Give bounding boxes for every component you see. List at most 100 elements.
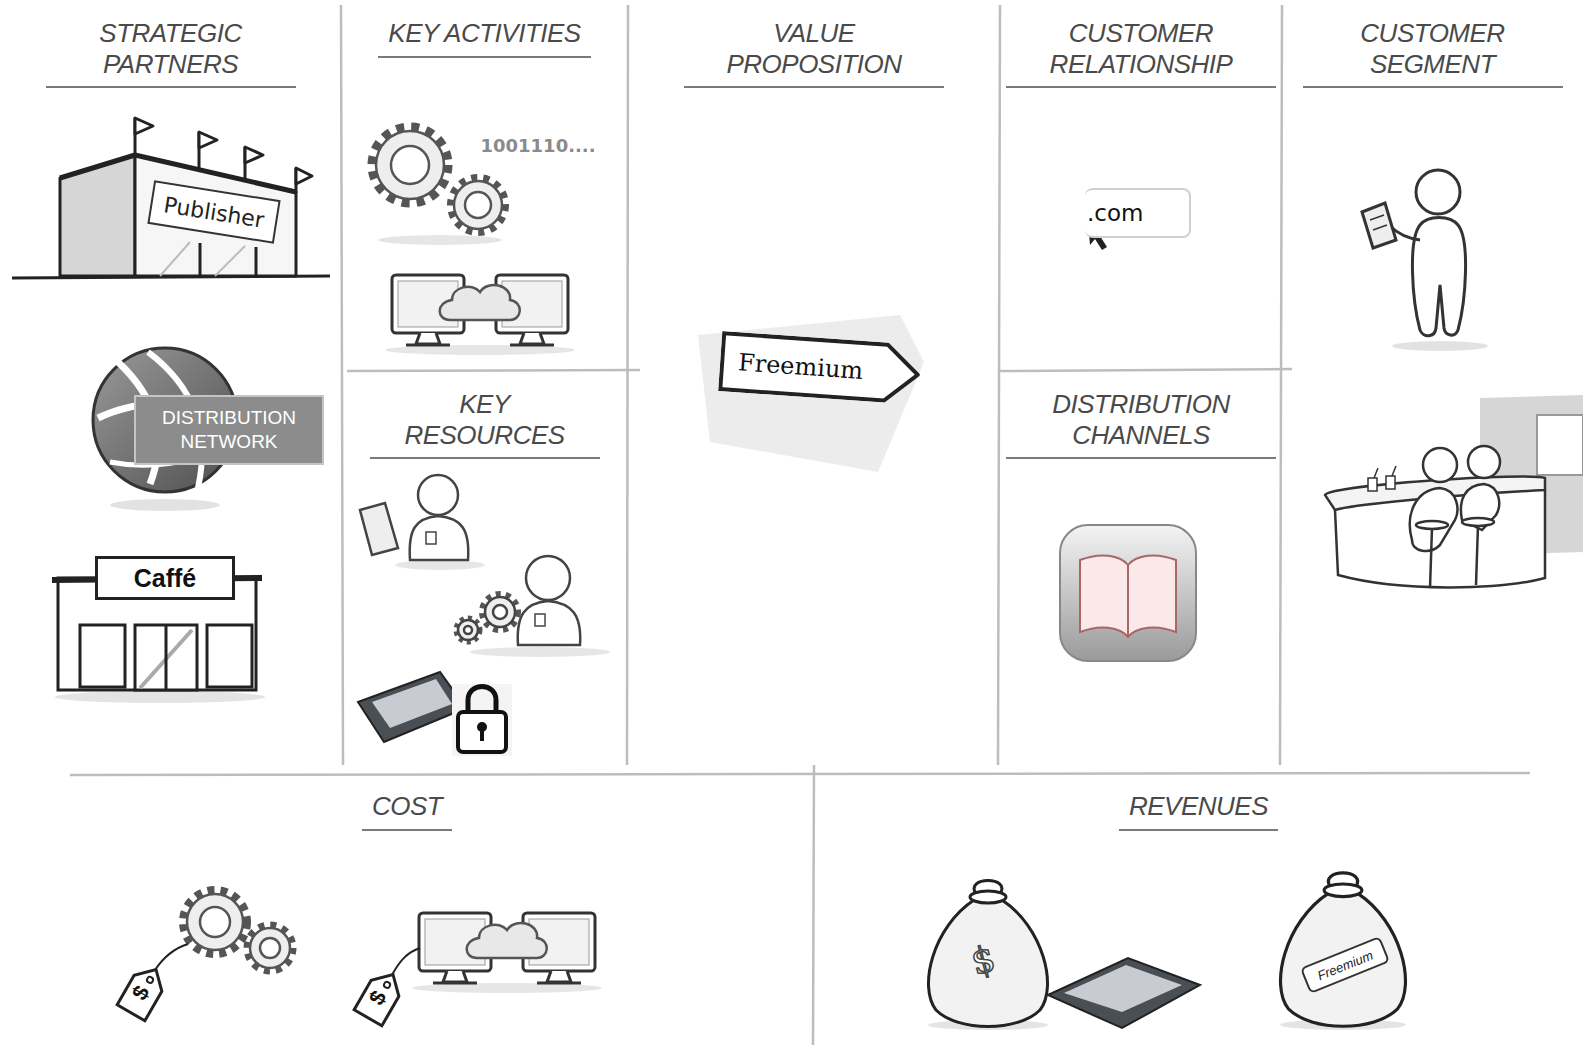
price-tag bbox=[392, 948, 420, 975]
price-tag bbox=[117, 961, 170, 1020]
cost-gears bbox=[247, 925, 293, 971]
customer-person bbox=[1392, 341, 1488, 351]
bar-scene bbox=[1416, 521, 1448, 529]
gears-icon bbox=[454, 181, 502, 229]
bag-tag: Freemium bbox=[1300, 936, 1390, 994]
person-with-gears bbox=[485, 597, 515, 627]
money-bag bbox=[928, 900, 1047, 1027]
price-tag bbox=[155, 944, 188, 970]
cost-gears bbox=[187, 894, 243, 950]
ereader-with-lock bbox=[372, 679, 452, 728]
network-monitors bbox=[416, 333, 440, 344]
book-app-icon bbox=[1060, 525, 1196, 661]
network-monitors bbox=[440, 285, 520, 320]
network-monitors bbox=[510, 344, 554, 347]
network-box: DISTRIBUTION NETWORK bbox=[134, 395, 324, 465]
ereader-with-lock bbox=[480, 729, 484, 741]
person-with-tablet bbox=[360, 475, 485, 570]
node-text: .com bbox=[1087, 200, 1143, 226]
publisher-sign: Publisher bbox=[147, 180, 280, 243]
canvas-section: STRATEGIC PARTNERS PublisherDISTRIBUTION … bbox=[0, 0, 341, 775]
cafe-building bbox=[207, 625, 252, 687]
gears-icon bbox=[391, 146, 429, 184]
price-tag bbox=[146, 976, 154, 984]
publisher-building bbox=[215, 246, 245, 276]
bar-scene bbox=[1410, 488, 1458, 551]
node-text: Publisher bbox=[162, 192, 266, 232]
binary-code: 1001110.... bbox=[480, 135, 595, 156]
publisher-building bbox=[296, 168, 312, 184]
person-with-gears bbox=[526, 556, 570, 600]
bar-scene bbox=[1468, 446, 1500, 478]
grid-lines bbox=[627, 5, 628, 765]
cost-monitors bbox=[412, 913, 602, 993]
price-tag bbox=[354, 948, 420, 1026]
person-with-tablet bbox=[360, 503, 398, 555]
bar-scene bbox=[1537, 415, 1583, 475]
canvas-section: VALUE PROPOSITIONFreemium bbox=[628, 0, 1000, 775]
money-bag bbox=[1280, 873, 1406, 1030]
grid-lines bbox=[347, 370, 640, 371]
dollar-sign: $ bbox=[127, 981, 156, 1005]
ereader-device bbox=[1048, 958, 1200, 1028]
section-heading: KEY RESOURCES bbox=[370, 389, 600, 459]
grid-lines bbox=[998, 5, 1000, 765]
ereader-with-lock bbox=[468, 687, 496, 713]
bar-scene bbox=[1461, 484, 1499, 530]
network-monitors bbox=[520, 333, 544, 344]
book-app-icon bbox=[1060, 525, 1196, 661]
network-monitors bbox=[406, 344, 450, 347]
cafe-building bbox=[55, 691, 265, 703]
person-with-tablet bbox=[426, 532, 436, 544]
ereader-device bbox=[1064, 965, 1182, 1012]
grid-lines bbox=[70, 5, 1530, 1045]
grid-lines bbox=[1000, 369, 1292, 371]
customer-person bbox=[1412, 218, 1465, 336]
bar-scene bbox=[1374, 468, 1378, 478]
person-with-gears bbox=[470, 647, 610, 657]
cost-gears bbox=[183, 890, 247, 954]
money-bag bbox=[970, 891, 1006, 903]
publisher-building bbox=[245, 147, 263, 163]
publisher-building bbox=[199, 132, 217, 148]
person-with-tablet bbox=[410, 516, 469, 560]
price-tag bbox=[117, 961, 170, 1020]
sign-shadow bbox=[698, 315, 924, 472]
cost-gears bbox=[200, 907, 230, 937]
publisher-building bbox=[12, 118, 330, 278]
person-with-tablet bbox=[395, 560, 485, 570]
bar-scene bbox=[1430, 528, 1432, 588]
canvas-section: REVENUESFreemium bbox=[814, 775, 1583, 1051]
canvas-section: CUSTOMER RELATIONSHIP.com bbox=[1000, 0, 1282, 371]
bar-scene bbox=[1386, 476, 1395, 489]
money-bag bbox=[1324, 884, 1362, 897]
cafe-sign: Caffé bbox=[95, 556, 235, 600]
cafe-building bbox=[165, 625, 168, 690]
bar-scene bbox=[1462, 518, 1494, 526]
grid-lines bbox=[813, 765, 814, 1045]
section-heading: VALUE PROPOSITION bbox=[684, 18, 944, 88]
sign-shadow bbox=[698, 315, 924, 472]
book-app-icon bbox=[1080, 555, 1176, 637]
dollar-sign: $ bbox=[967, 937, 1000, 983]
bar-scene bbox=[1325, 395, 1583, 588]
canvas-section: KEY RESOURCES bbox=[341, 371, 628, 775]
customer-person bbox=[1362, 170, 1488, 351]
price-tag bbox=[354, 966, 407, 1025]
gears-icon bbox=[372, 127, 448, 203]
person-with-gears bbox=[458, 620, 478, 640]
customer-person bbox=[1373, 225, 1387, 230]
cost-gears bbox=[183, 890, 293, 971]
customer-person bbox=[1370, 215, 1384, 220]
publisher-building bbox=[199, 243, 202, 276]
section-heading: STRATEGIC PARTNERS bbox=[46, 18, 296, 88]
cost-gears bbox=[250, 928, 290, 968]
gears-icon bbox=[465, 192, 491, 218]
url-box: .com bbox=[1085, 188, 1191, 238]
person-with-gears bbox=[456, 618, 480, 642]
person-with-gears bbox=[535, 614, 545, 626]
bar-scene bbox=[1368, 478, 1377, 491]
person-with-gears bbox=[482, 594, 518, 630]
gears-icon bbox=[451, 178, 505, 232]
